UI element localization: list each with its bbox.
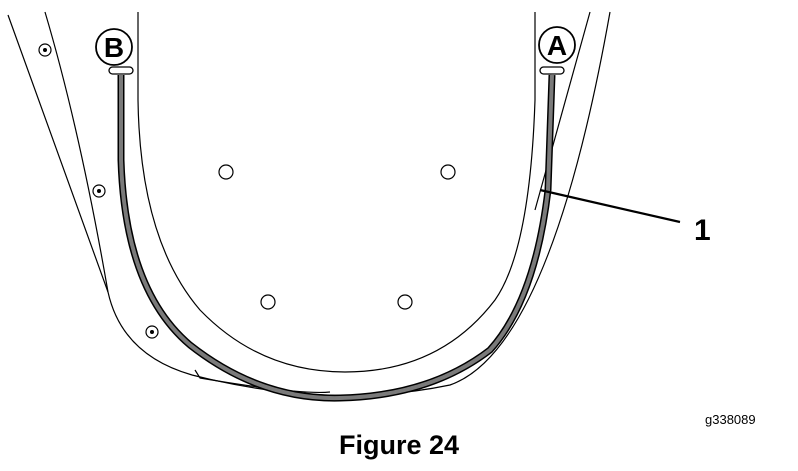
fastener-1-center [43,48,47,52]
housing-outline [7,11,611,397]
housing-fasteners [38,43,159,339]
housing-right-outer-edge [534,11,591,211]
fastener-3-center [150,330,154,334]
deck-hole-lower-left [260,294,276,310]
deck-plate-outline [137,12,536,373]
fastener-2-center [97,189,101,193]
callout-circle-b [95,28,133,66]
callout-label-1: 1 [694,214,711,247]
graphic-id: g338089 [705,412,756,427]
deck-hole-upper-left [218,164,234,180]
belt-end-marker-b [108,66,134,75]
deck-hole-upper-right [440,164,456,180]
callout-1-leader-line [539,188,681,224]
housing-left-outer-edge [7,14,193,376]
deck-hole-lower-right [397,294,413,310]
deck-holes [218,164,456,310]
belt [119,74,554,401]
deck-plate [137,12,536,394]
callout-label-b: B [104,32,124,63]
housing-left-inner-edge [44,11,109,293]
callout-label-a: A [547,30,567,61]
callout-circle-a [538,26,576,64]
figure-caption: Figure 24 [338,430,460,460]
belt-end-marker-a [539,66,565,75]
